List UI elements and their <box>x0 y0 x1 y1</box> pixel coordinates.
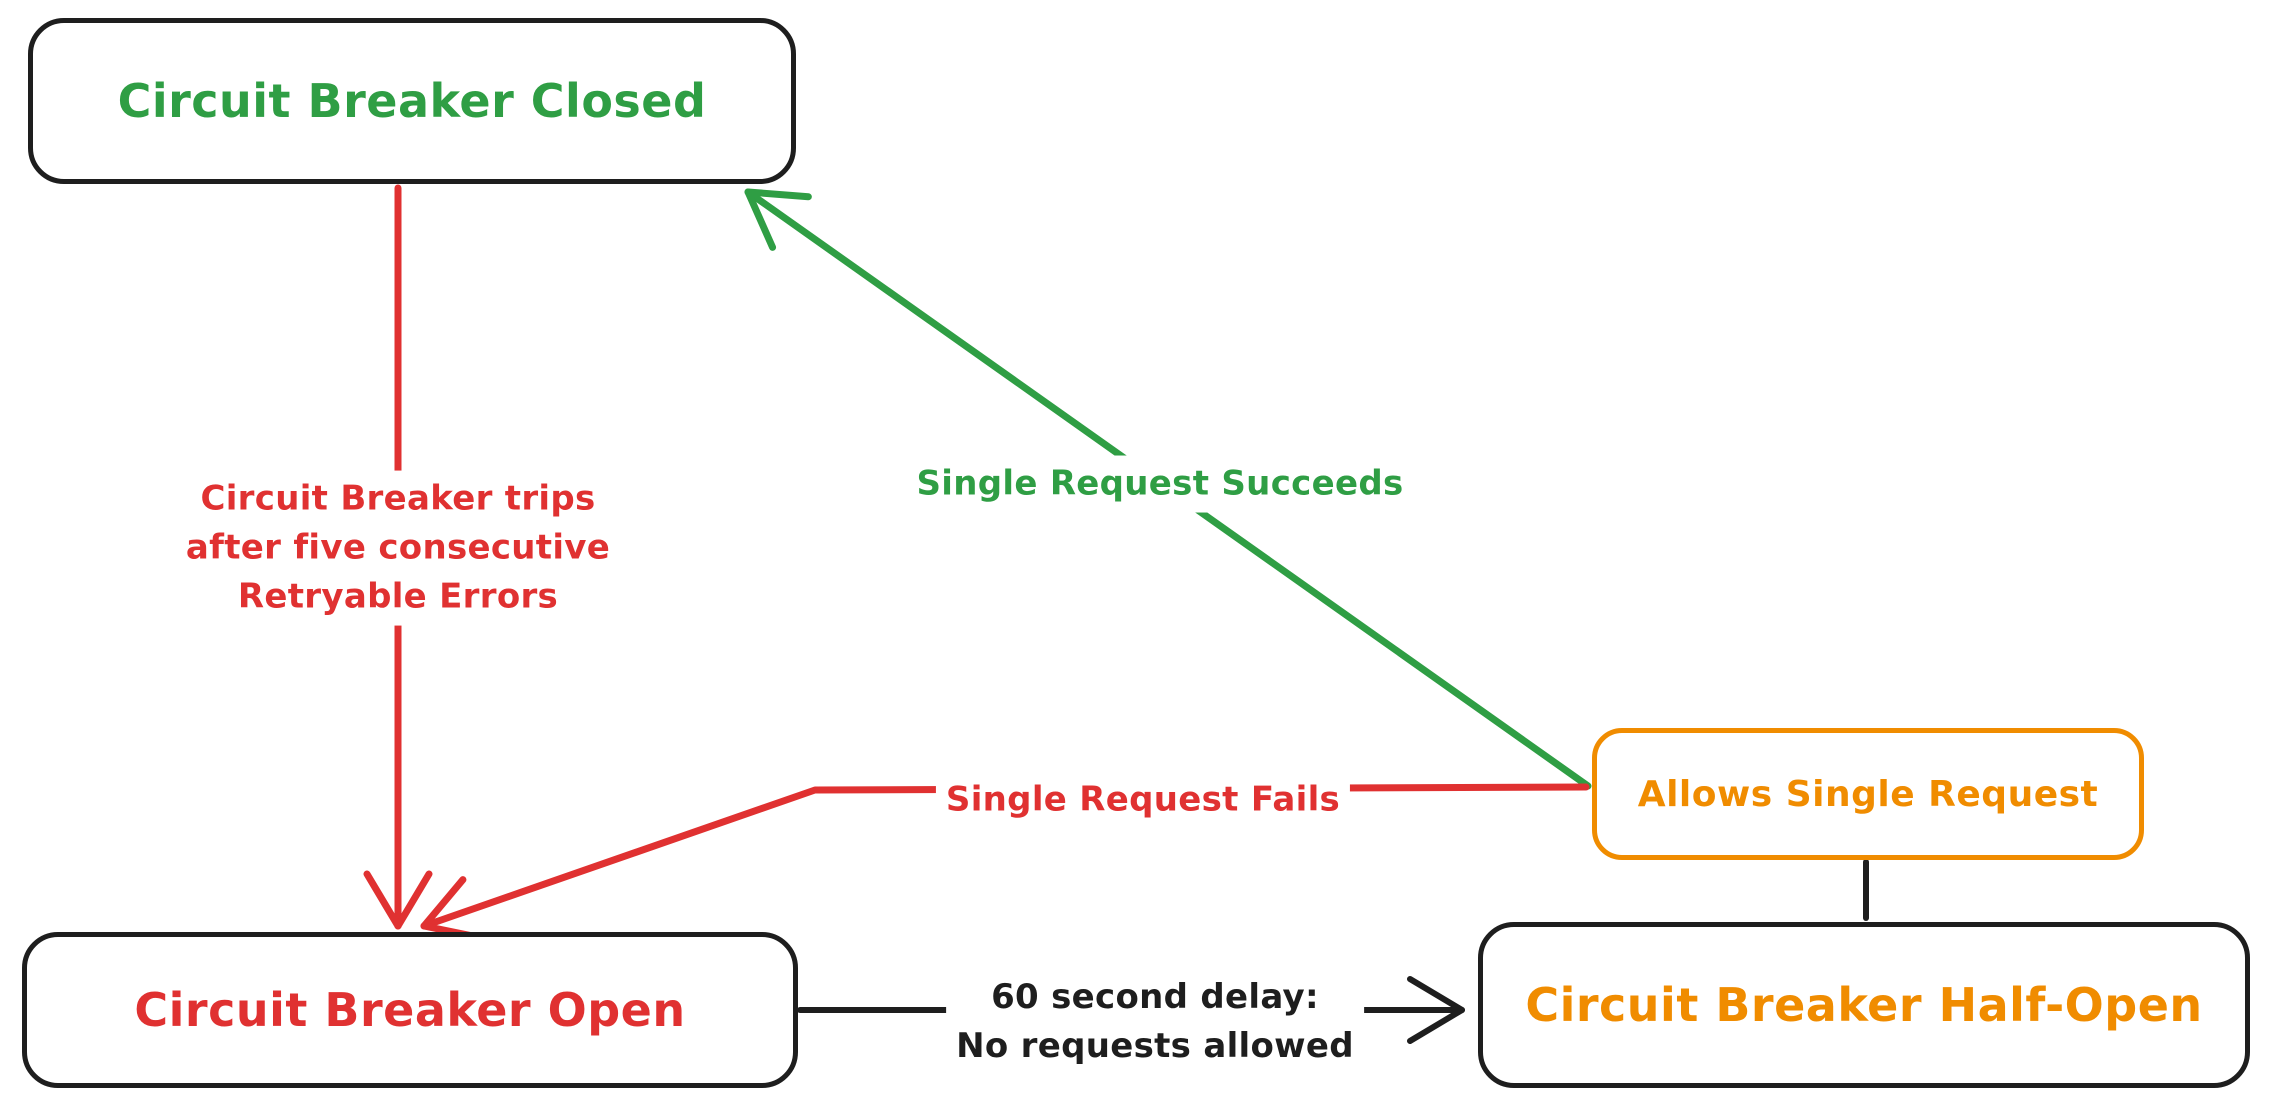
node-halfopen-label: Circuit Breaker Half-Open <box>1525 978 2203 1032</box>
node-circuit-breaker-open: Circuit Breaker Open <box>22 932 798 1088</box>
edge-label-fails: Single Request Fails <box>935 771 1351 829</box>
node-allows-label: Allows Single Request <box>1637 773 2099 815</box>
node-open-label: Circuit Breaker Open <box>134 983 686 1037</box>
node-allows-single-request: Allows Single Request <box>1592 728 2144 860</box>
edge-label-trips-line2: after five consecutive <box>185 527 611 568</box>
edge-label-trips-line1: Circuit Breaker trips <box>200 478 596 519</box>
node-circuit-breaker-closed: Circuit Breaker Closed <box>28 18 796 184</box>
node-closed-label: Circuit Breaker Closed <box>117 74 707 128</box>
edge-label-succeeds: Single Request Succeeds <box>906 455 1414 513</box>
edge-label-delay-line2: No requests allowed <box>956 1026 1354 1066</box>
edge-label-delay: 60 second delay: No requests allowed <box>946 969 1364 1075</box>
edge-label-delay-line1: 60 second delay: <box>991 977 1319 1018</box>
edge-label-trips: Circuit Breaker trips after five consecu… <box>175 470 621 626</box>
node-circuit-breaker-half-open: Circuit Breaker Half-Open <box>1478 922 2250 1088</box>
edge-label-trips-line3: Retryable Errors <box>237 576 559 617</box>
